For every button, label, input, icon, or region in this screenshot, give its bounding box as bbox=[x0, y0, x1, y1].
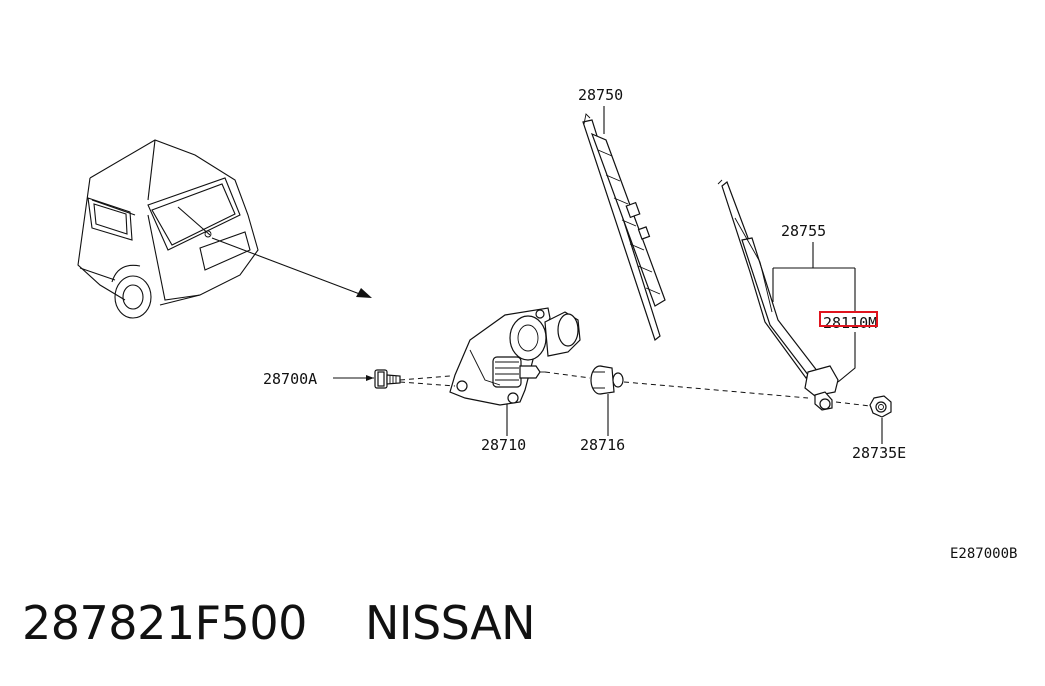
label-blade: 28750 bbox=[578, 86, 623, 104]
wiper-blade-drawing bbox=[582, 113, 666, 342]
bolt-drawing bbox=[374, 369, 401, 389]
diagram-code: E287000B bbox=[950, 546, 1017, 562]
label-nut[interactable]: 28735E bbox=[852, 444, 906, 462]
nut-drawing bbox=[869, 395, 892, 418]
brand-name: NISSAN bbox=[364, 596, 536, 650]
part-number: 287821F500 bbox=[22, 596, 307, 650]
highlight-box bbox=[819, 311, 878, 327]
grommet-drawing bbox=[590, 365, 624, 395]
label-motor[interactable]: 28710 bbox=[481, 436, 526, 454]
leader-lines bbox=[333, 106, 883, 444]
vehicle-illustration bbox=[77, 139, 372, 319]
label-arm-assembly: 28755 bbox=[781, 222, 826, 240]
label-arm[interactable]: 28110M bbox=[823, 314, 877, 332]
assembly-axis-line bbox=[399, 371, 871, 407]
part-footer: 287821F500 NISSAN bbox=[22, 596, 536, 650]
wiper-motor-drawing bbox=[449, 307, 581, 406]
label-grommet[interactable]: 28716 bbox=[580, 436, 625, 454]
label-bolt[interactable]: 28700A bbox=[263, 370, 317, 388]
wiper-arm-drawing bbox=[717, 179, 839, 411]
